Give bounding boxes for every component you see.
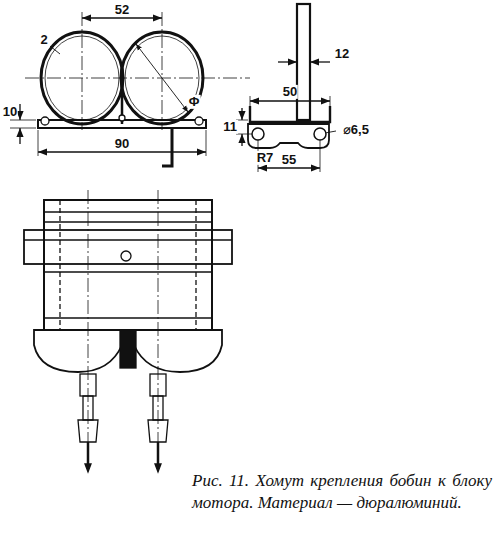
front-view — [24, 190, 232, 472]
dimension-label: 11 — [222, 120, 238, 134]
side-view — [236, 4, 336, 172]
top-view — [10, 12, 250, 166]
dimension-label: R7 — [256, 151, 275, 165]
dimension-label: 52 — [114, 3, 130, 17]
dimension-label: 10 — [2, 105, 18, 119]
dimension-label: 50 — [282, 85, 298, 99]
dimension-label: 2 — [39, 33, 48, 47]
dimension-label: ⌀6,5 — [342, 123, 370, 137]
figure-caption: Рис. 11. Хомут крепления бобин к блоку м… — [192, 470, 492, 514]
dimension-label: 55 — [281, 153, 297, 167]
dimension-label: 90 — [114, 137, 130, 151]
dimension-label: 12 — [334, 47, 350, 61]
dimension-label: Φ — [188, 95, 201, 109]
